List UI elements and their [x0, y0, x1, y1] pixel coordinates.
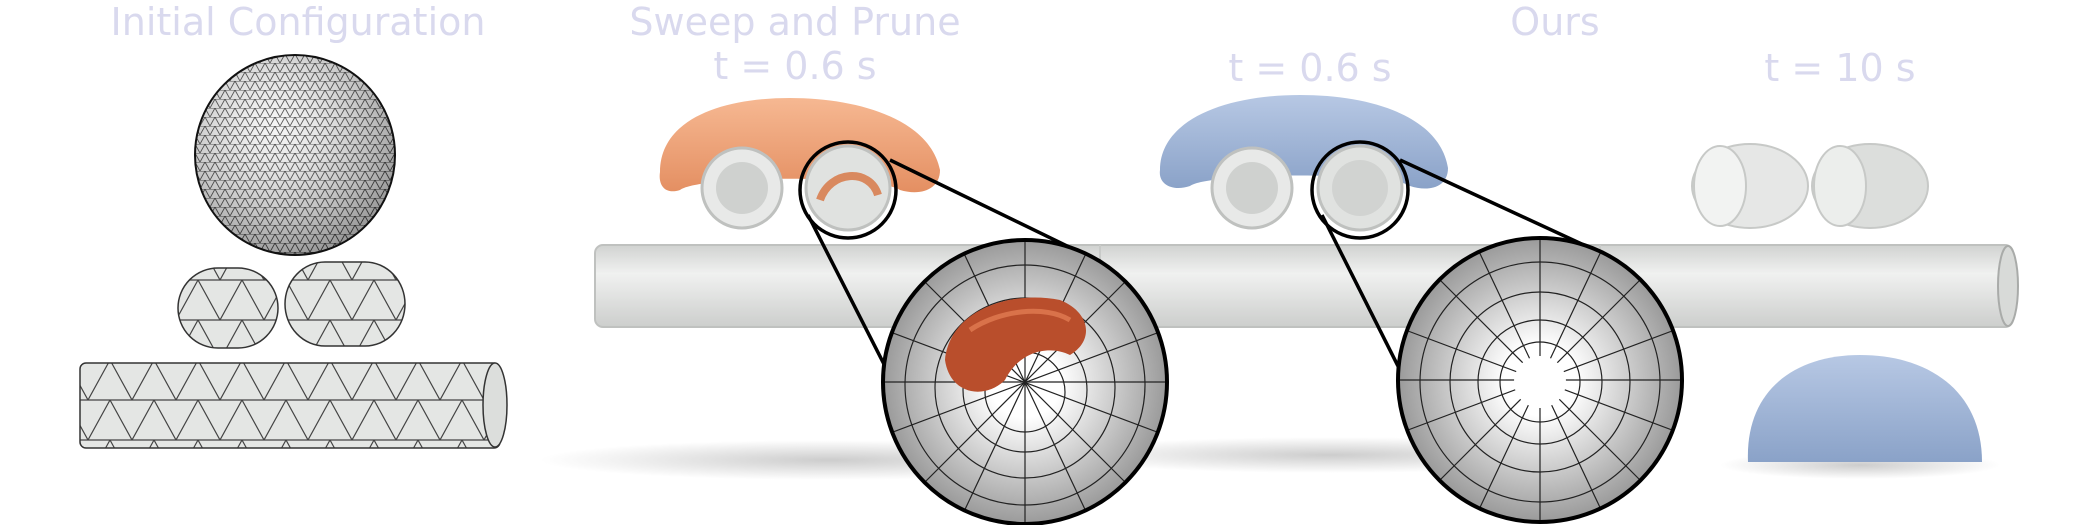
label-ours-time-b: t = 10 s	[1764, 46, 1916, 90]
sweep-cylinders	[700, 144, 892, 232]
label-ours-time-a: t = 0.6 s	[1228, 46, 1392, 90]
zoom-frame-a	[881, 238, 1169, 525]
zoom-inset-ours	[1398, 238, 1682, 522]
label-sweep-and-prune: Sweep and Prune	[629, 0, 961, 44]
final-cylinders	[1691, 143, 1929, 229]
initial-long-tube	[79, 362, 508, 449]
zoom-inset-sweep	[883, 240, 1167, 524]
initial-sphere	[194, 54, 396, 256]
final-blob	[1747, 355, 1982, 462]
translucent-tube	[594, 244, 2019, 328]
label-initial-configuration: Initial Configuration	[110, 0, 486, 44]
label-sweep-time: t = 0.6 s	[713, 44, 877, 88]
label-ours: Ours	[1510, 0, 1600, 44]
initial-small-cylinders	[177, 261, 406, 349]
ours-cylinders	[1210, 144, 1404, 232]
zoom-frame-b	[1396, 236, 1684, 524]
